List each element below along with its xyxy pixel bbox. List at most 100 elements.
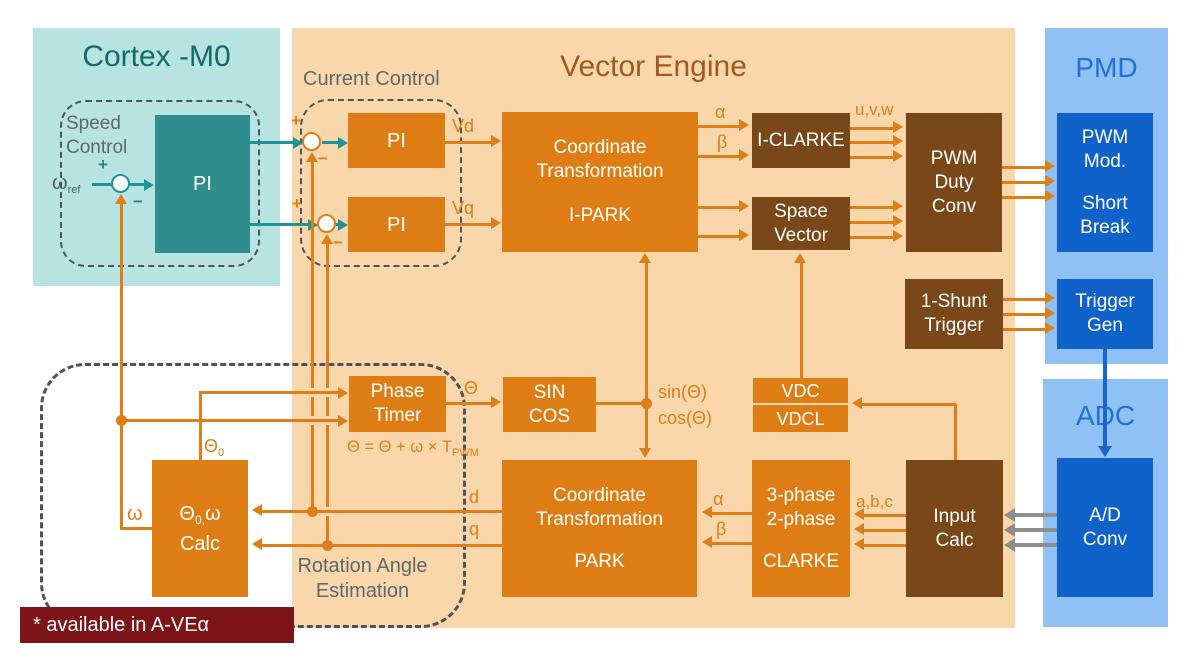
abc-label: a,b,c (856, 492, 893, 511)
vq-line (445, 222, 492, 226)
speed-sum-to-pi-arrowhead (144, 178, 154, 191)
adc-inputcalc-arrowhead2 (1004, 523, 1015, 537)
sincos-up-arrowhead (639, 253, 651, 263)
vdcl-block: VDCL (753, 405, 848, 432)
park-line3: PARK (574, 550, 625, 572)
uvw-line3 (850, 155, 894, 159)
beta-top-label: β (717, 132, 728, 152)
pwm-mod-line1: PWM (1081, 126, 1129, 148)
q-up-line-seg4 (325, 516, 329, 545)
theta0-hline (198, 390, 339, 394)
adc-inputcalc-line1 (1013, 513, 1057, 517)
ipark-line3: I-PARK (569, 205, 631, 226)
pmd-panel-title: PMD (1075, 52, 1138, 83)
sin-cos-line1: SIN (533, 381, 566, 403)
ipark-space-arrowhead2 (739, 228, 749, 241)
d-up-arrowhead (306, 152, 318, 162)
clarke-line2: 2-phase (766, 508, 836, 530)
sincos-down-line (644, 403, 648, 450)
abc-line1 (863, 513, 906, 517)
pi-to-d-sum-line (250, 140, 298, 144)
q-up-arrowhead (321, 234, 333, 244)
space-vector-line1: Space (774, 200, 828, 222)
space-vector-block: Space Vector (752, 197, 850, 250)
omega-up-arrowhead (115, 194, 127, 204)
d-up-line-seg3 (310, 425, 314, 511)
vdc-space-line (799, 262, 803, 378)
pwm-out-line2 (1002, 180, 1046, 184)
vdcl-label: VDCL (776, 408, 825, 429)
omega-ref-line (92, 182, 114, 186)
d-sum-junction (302, 132, 321, 151)
pwm-duty-conv-block: PWM Duty Conv (906, 113, 1002, 252)
pwm-mod-line4: Break (1080, 216, 1130, 238)
shunt-trig-line3 (1003, 327, 1046, 331)
beta-bottom-line (711, 541, 752, 545)
omega-ref-sub: ref (67, 184, 81, 196)
adc-inputcalc-line2 (1013, 528, 1057, 532)
current-control-group-box (300, 99, 462, 267)
vd-label: Vd (452, 116, 475, 136)
uvw-arrowhead2 (893, 134, 903, 147)
shunt-trig-line2 (1003, 312, 1046, 316)
pwm-out-arrowhead3 (1045, 189, 1055, 202)
ad-conv-line2: Conv (1082, 528, 1128, 550)
adc-inputcalc-line3 (1013, 543, 1057, 547)
vector-engine-title: Vector Engine (560, 50, 747, 83)
vdc-label: VDC (781, 380, 820, 401)
q-sum-to-pi-line (336, 222, 339, 226)
input-calc-block: Input Calc (906, 460, 1003, 597)
one-shunt-line2: Trigger (924, 315, 984, 336)
q-label: q (469, 519, 480, 539)
theta-arrowhead (491, 395, 501, 408)
pi-q-block: PI (348, 197, 445, 252)
q-junction-dot (321, 539, 333, 551)
sin-cos-block: SIN COS (503, 377, 596, 432)
pi-d-label: PI (387, 129, 406, 152)
vdc-space-arrowhead (794, 253, 806, 263)
d-sum-to-pi-line (322, 140, 339, 144)
trigger-gen-line1: Trigger (1075, 291, 1135, 312)
q-feedback-arrowhead (252, 537, 262, 550)
d-feedback-arrowhead (252, 503, 262, 516)
adc-inputcalc-arrowhead3 (1004, 538, 1015, 552)
theta0-arrowhead (338, 386, 348, 399)
trigger-gen-line2: Gen (1087, 315, 1123, 336)
pwm-duty-line1: PWM (930, 147, 978, 169)
beta-arrowhead (739, 148, 749, 161)
ad-conv-line1: A/D (1089, 504, 1121, 526)
clarke-block: 3-phase 2-phase CLARKE (752, 460, 850, 597)
vdc-block: VDC (753, 378, 848, 403)
pi-d-block: PI (348, 113, 445, 168)
q-up-line-seg1 (325, 243, 329, 388)
q-sum-junction (317, 214, 336, 233)
iclarke-label: I-CLARKE (757, 129, 845, 151)
space-pwm-arrowhead2 (893, 214, 903, 227)
pi-q-label: PI (387, 213, 406, 236)
trigger-gen-adc-line (1103, 349, 1107, 448)
phase-timer-block: Phase Timer (349, 376, 446, 432)
vd-line (445, 140, 492, 144)
d-junction-dot (306, 505, 318, 517)
pwm-duty-line3: Conv (931, 195, 977, 217)
trigger-gen-block: Trigger Gen (1057, 279, 1153, 349)
omega-ref-label: ωref (52, 172, 80, 196)
cortex-panel-title: Cortex -M0 (82, 40, 231, 73)
pwm-duty-line2: Duty (934, 171, 974, 193)
ipark-space-arrowhead1 (739, 199, 749, 212)
theta-calc-omega: ω (204, 502, 221, 525)
sincos-down-arrowhead (639, 448, 651, 458)
availability-badge: * available in A-VEα (20, 607, 294, 643)
alpha-bottom-label: α (713, 489, 724, 509)
q-sum-minus: − (333, 233, 343, 252)
inputcalc-vdcl-vline (953, 404, 957, 460)
sincos-up-line (644, 261, 648, 403)
park-block: Coordinate Transformation PARK (502, 460, 697, 597)
theta-label: Θ (464, 378, 479, 398)
vq-label: Vq (452, 198, 475, 218)
clarke-line1: 3-phase (766, 484, 836, 506)
alpha-top-label: α (715, 102, 726, 122)
trigger-gen-adc-arrowhead (1098, 446, 1112, 457)
speed-pi-label: PI (193, 173, 212, 195)
